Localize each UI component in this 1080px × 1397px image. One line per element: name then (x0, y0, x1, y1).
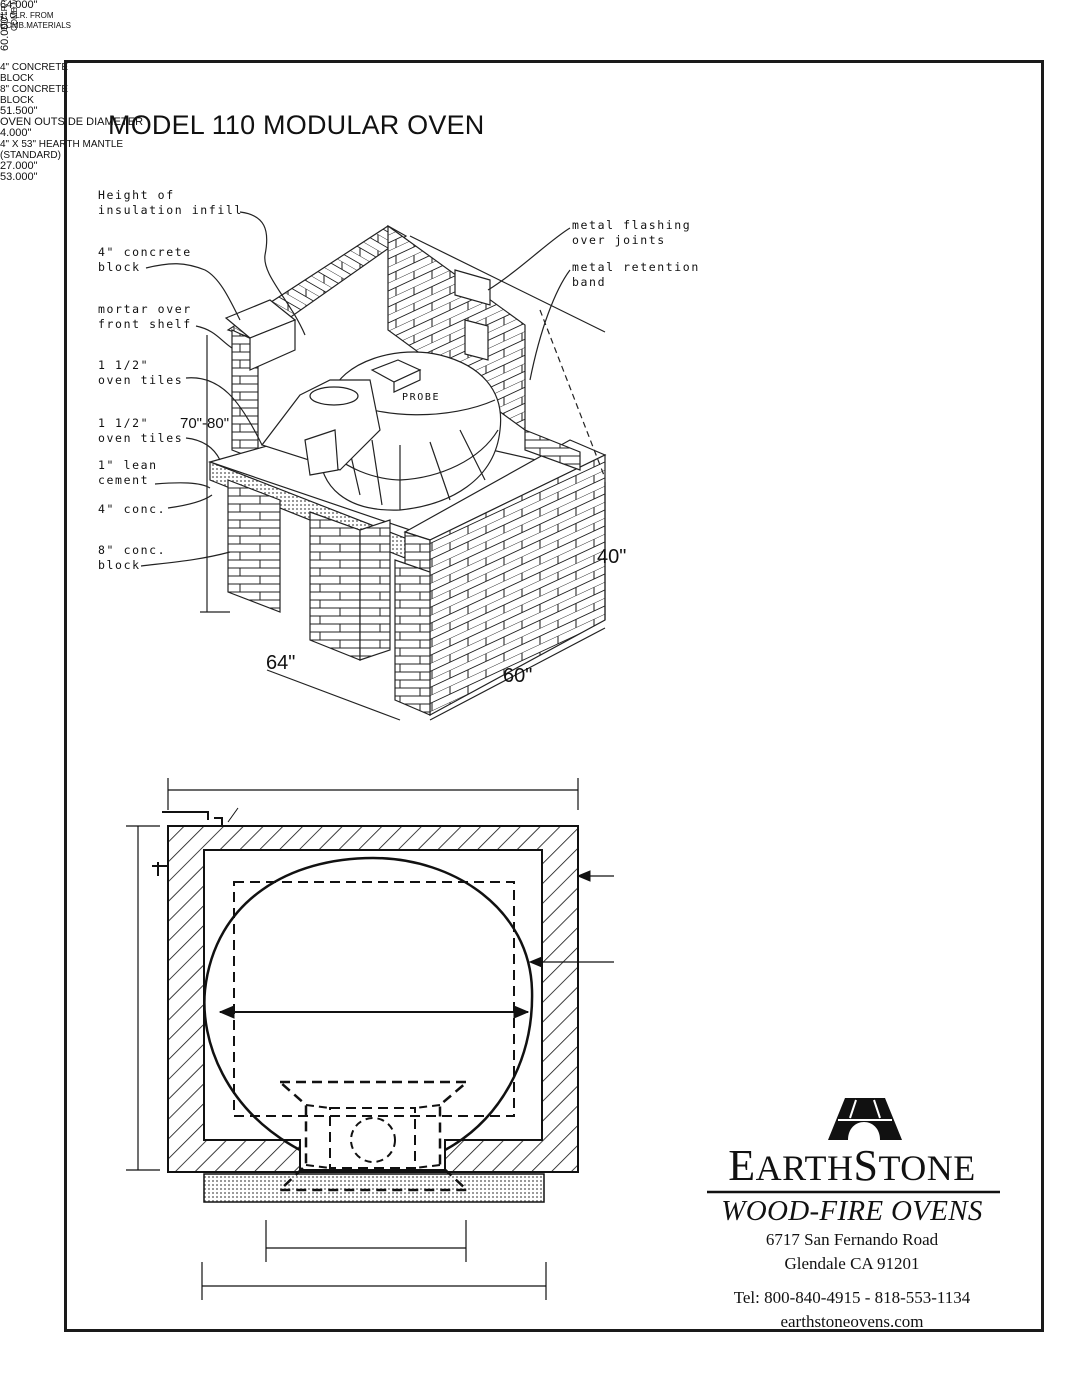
flashing-label: metal flashing over joints (572, 218, 692, 247)
mantle-depth-dim: 4.000" (0, 127, 32, 139)
probe-label: PROBE (402, 392, 441, 403)
earthstone-logo (828, 1098, 902, 1140)
clr-top-label: 1" CLR. FROM COMB.MATERIALS (0, 11, 71, 30)
conc-4-label: 4" conc. (98, 502, 167, 516)
top-width-dim: 64.000" (0, 0, 38, 11)
width-64-dim: 64" (266, 652, 296, 674)
website-link[interactable]: earthstoneovens.com (780, 1312, 924, 1331)
height-40-dim: 40" (597, 546, 627, 568)
height-range-dim: 70"-80" (180, 415, 230, 432)
concrete-8-label: 8" CONCRETE BLOCK (0, 84, 69, 106)
oven-tiles-label-2: 1 1/2" oven tiles (98, 416, 184, 445)
phone-line: Tel: 800-840-4915 - 818-553-1134 (733, 1288, 971, 1307)
address-line-1: 6717 San Fernando Road (765, 1230, 939, 1249)
address-line-2: Glendale CA 91201 (784, 1254, 920, 1273)
conc-block-8-label: 8" conc. block (98, 543, 167, 572)
width-53-dim: 53.000" (0, 171, 38, 183)
page-frame (64, 60, 1044, 1332)
width-27-dim: 27.000" (0, 160, 38, 172)
diameter-label: OVEN OUTSIDE DIAMETER (0, 116, 144, 128)
depth-60-dim: 60" (503, 665, 533, 687)
brand-name: EARTHSTONE (728, 1141, 976, 1190)
concrete-4-label: 4" CONCRETE BLOCK (0, 62, 69, 84)
concrete-block-4-label: 4" concrete block (98, 245, 192, 274)
insulation-label: Height of insulation infill (98, 188, 243, 217)
height-60-dim: 60.000" (0, 13, 11, 51)
brand-tagline: WOOD-FIRE OVENS (721, 1195, 983, 1227)
retention-label: metal retention band (572, 260, 700, 289)
page-title: MODEL 110 MODULAR OVEN (108, 110, 485, 140)
mantle-label: 4" X 53" HEARTH MANTLE (STANDARD) (0, 139, 124, 161)
lean-cement-label: 1" lean cement (98, 458, 158, 487)
mortar-label: mortar over front shelf (98, 302, 192, 331)
diameter-dim: 51.500" (0, 105, 38, 117)
brand-block: EARTHSTONE WOOD-FIRE OVENS 6717 San Fern… (702, 1090, 1002, 1334)
oven-tiles-label-1: 1 1/2" oven tiles (98, 358, 184, 387)
